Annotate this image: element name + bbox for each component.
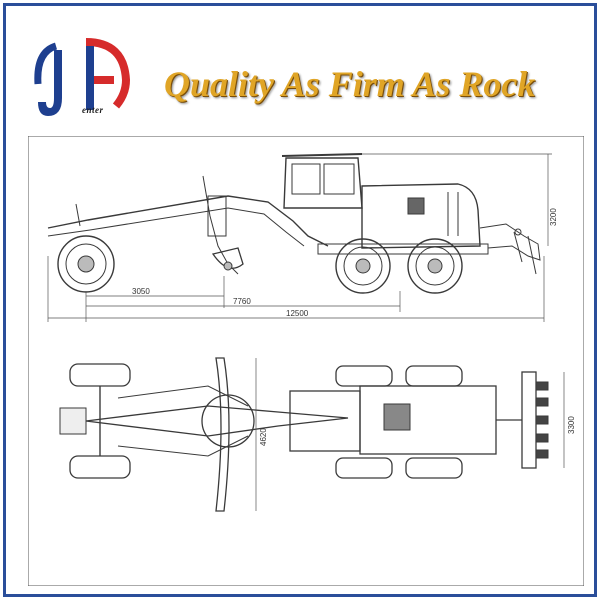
- dim-height: 3200: [549, 208, 558, 226]
- slogan-title: Quality As Firm As Rock: [164, 64, 536, 104]
- top-view: 4620 3300: [59, 357, 576, 512]
- dim-width: 4620: [259, 428, 268, 446]
- side-dimensions: [47, 153, 552, 322]
- logo-wordmark: enter: [82, 105, 104, 115]
- blade-circle-assembly: [207, 195, 227, 237]
- main-frame: [47, 195, 329, 247]
- dim-12500: 12500: [286, 309, 309, 318]
- image-frame: enter Quality As Firm As Rock: [3, 3, 597, 597]
- front-light-post: [75, 203, 81, 227]
- dim-7760: 7760: [233, 297, 251, 306]
- dim-3050: 3050: [132, 287, 150, 296]
- engine-hood: [361, 183, 481, 249]
- tandem-beam: [317, 243, 489, 255]
- top-frame-upper: [117, 385, 249, 407]
- top-frame: [85, 405, 349, 437]
- top-engine: [359, 385, 497, 455]
- drawing-border: [28, 136, 584, 586]
- top-blade: [215, 357, 230, 512]
- top-engine-grille: [383, 403, 411, 431]
- dim-width2: 3300: [567, 416, 576, 434]
- main-frame-lower: [47, 207, 305, 247]
- front-axle: [59, 363, 131, 479]
- front-wheel: [57, 235, 115, 293]
- brand-logo: [34, 38, 131, 116]
- rear-wheel-1: [335, 238, 391, 294]
- grader-technical-drawing: 3050 7760 12500 3200: [28, 136, 584, 586]
- side-view: 3050 7760 12500 3200: [47, 153, 558, 322]
- top-ripper: [496, 371, 549, 469]
- top-dimensions: [255, 358, 565, 511]
- rear-tire-bl: [335, 457, 393, 479]
- rear-tire-tr: [405, 365, 463, 387]
- rear-tire-br: [405, 457, 463, 479]
- rear-tire-tl: [335, 365, 393, 387]
- top-frame-lower: [117, 435, 249, 457]
- rear-ripper: [479, 223, 541, 275]
- operator-cab: [281, 153, 363, 209]
